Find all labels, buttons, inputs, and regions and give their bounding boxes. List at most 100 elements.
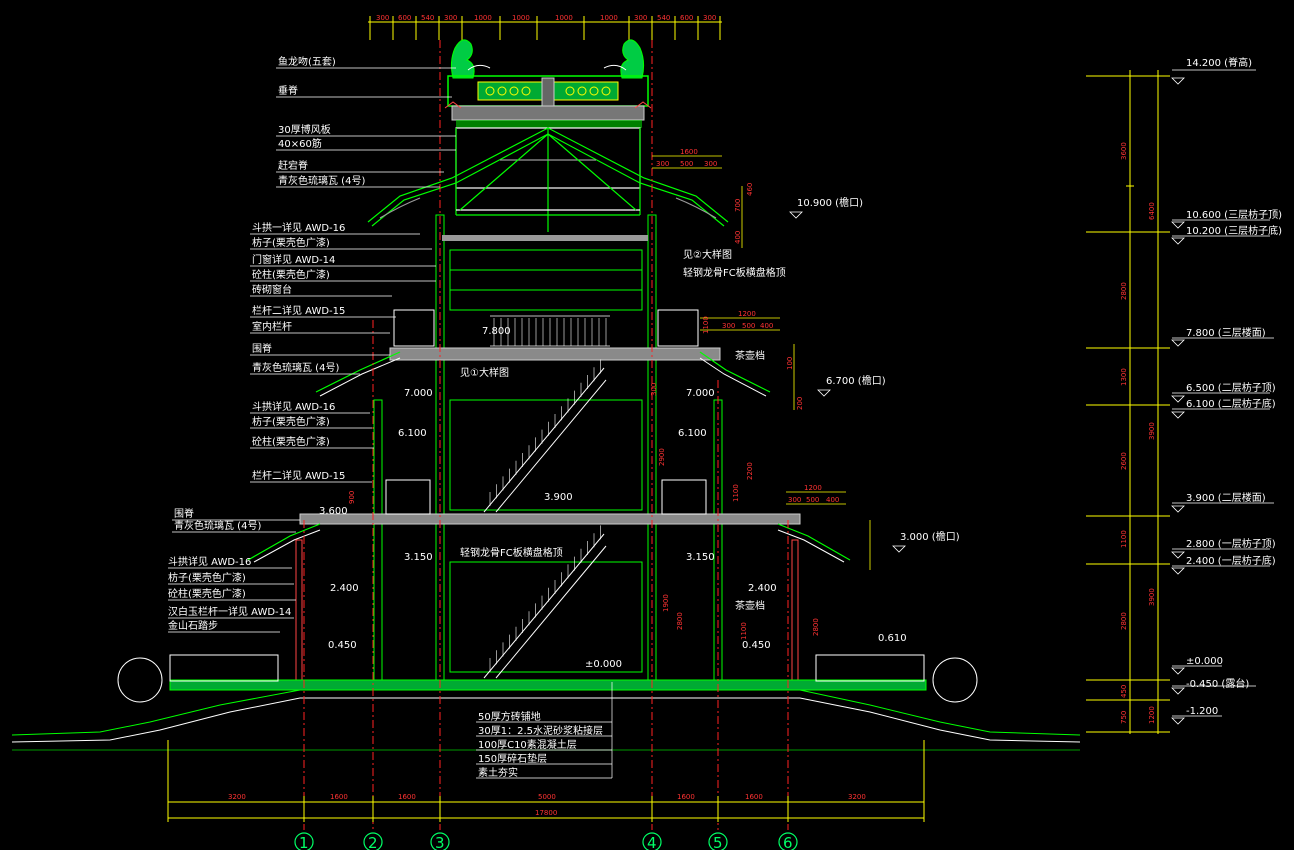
sdim-v-700: 700 — [734, 199, 742, 212]
label-beam-1: 枋子(栗壳色广漆) — [252, 236, 330, 249]
level-7000-left: 7.000 — [404, 388, 433, 399]
rdim-2600: 2600 — [1120, 452, 1128, 470]
label-bracket-3: 斗拱详见 AWD-16 — [168, 555, 251, 568]
label-glazed-tile-1: 青灰色琉璃瓦 (4号) — [278, 174, 365, 187]
top-dim-12: 300 — [703, 14, 716, 22]
top-dim-11: 600 — [680, 14, 693, 22]
level-7000-right: 7.000 — [686, 388, 715, 399]
rdim-450: 450 — [1120, 685, 1128, 698]
label-beam-3: 枋子(栗壳色广漆) — [168, 571, 246, 584]
rdim-1300: 1300 — [1120, 368, 1128, 386]
axis-label-5: 5 — [713, 834, 723, 850]
sdim-v-460: 460 — [746, 183, 754, 196]
label-glazed-tile-3: 青灰色琉璃瓦 (4号) — [174, 519, 261, 532]
sdim-mid1-300: 300 — [722, 322, 735, 330]
sdim-v-900: 900 — [348, 491, 356, 504]
rdim-2800b: 2800 — [1120, 612, 1128, 630]
label-bracket-1: 斗拱一详见 AWD-16 — [252, 221, 345, 234]
sdim-mid2-1200: 1200 — [804, 484, 822, 492]
label-hip-ridge: 垂脊 — [278, 84, 298, 97]
sdim-eave-300a: 300 — [656, 160, 669, 168]
label-column-3: 砼柱(栗壳色广漆) — [168, 587, 246, 600]
label-bracket-2: 斗拱详见 AWD-16 — [252, 400, 335, 413]
level-3150-right: 3.150 — [686, 552, 715, 563]
sdim-mid2-300: 300 — [788, 496, 801, 504]
floor-note-1: 50厚方砖铺地 — [478, 710, 541, 723]
building-body — [11, 214, 1081, 751]
label-doors-windows: 门窗详见 AWD-14 — [252, 253, 335, 266]
level-2400-left: 2.400 — [330, 583, 359, 594]
level-0610: 0.610 — [878, 633, 907, 644]
sdim-v-1100b: 1100 — [732, 484, 740, 502]
axis-label-3: 3 — [435, 834, 445, 850]
top-dim-1: 300 — [376, 14, 389, 22]
sdim-eave-500: 500 — [680, 160, 693, 168]
rdim-3600: 3600 — [1120, 142, 1128, 160]
top-dim-8: 1000 — [600, 14, 618, 22]
sdim-v-200: 200 — [796, 397, 804, 410]
eave-levels: 10.900 (檐口) 6.700 (檐口) 3.000 (檐口) — [789, 196, 960, 553]
label-column-2: 砼柱(栗壳色广漆) — [252, 435, 330, 448]
top-dim-9: 300 — [634, 14, 647, 22]
label-keel-ceiling-mid: 轻钢龙骨FC板横盘格顶 — [460, 546, 563, 559]
rlevel-2800: 2.800 (一层枋子顶) — [1186, 537, 1276, 550]
floor-note-5: 素土夯实 — [478, 766, 518, 779]
rlevel-6500: 6.500 (二层枋子顶) — [1186, 381, 1276, 394]
left-leaders — [168, 67, 456, 633]
label-detail-2: 见②大样图 — [683, 248, 732, 261]
label-beam-2: 枋子(栗壳色广漆) — [252, 415, 330, 428]
rlevel-1200: -1.200 — [1186, 706, 1218, 717]
sdim-v-1900: 1900 — [662, 594, 670, 612]
rdim-1100: 1100 — [1120, 530, 1128, 548]
level-0450-left: 0.450 — [328, 640, 357, 651]
level-7800: 7.800 — [482, 326, 511, 337]
label-rib: 40×60筋 — [278, 137, 322, 150]
top-dim-6: 1000 — [512, 14, 530, 22]
top-dim-2: 600 — [398, 14, 411, 22]
label-tea-shelf-upper: 茶壶档 — [735, 349, 765, 362]
label-detail-1: 见①大样图 — [460, 366, 509, 379]
label-enclosing-ridge-1: 围脊 — [252, 342, 272, 355]
label-railing-1: 栏杆二详见 AWD-15 — [252, 304, 345, 317]
label-ridge: 赶宕脊 — [278, 159, 308, 172]
sdim-v-100: 100 — [786, 357, 794, 370]
rdim-1200: 1200 — [1148, 706, 1156, 724]
small-dims: 1600 300 500 300 1200 300 500 400 1200 3… — [348, 148, 871, 640]
rdim-2800a: 2800 — [1120, 282, 1128, 300]
rlevel-14200: 14.200 (脊高) — [1186, 56, 1252, 69]
sdim-mid1-500: 500 — [742, 322, 755, 330]
level-3150-left: 3.150 — [404, 552, 433, 563]
axis-label-6: 6 — [783, 834, 793, 850]
bay-dim-2: 1600 — [330, 793, 348, 801]
sdim-v-300: 300 — [650, 383, 658, 396]
sdim-v-2900: 2900 — [658, 448, 666, 466]
upper-roof — [367, 127, 729, 232]
level-000: ±0.000 — [585, 659, 622, 670]
rdim-750: 750 — [1120, 711, 1128, 724]
sdim-mid2-500: 500 — [806, 496, 819, 504]
eave-level-10900: 10.900 (檐口) — [797, 196, 863, 209]
label-railing-2: 栏杆二详见 AWD-15 — [252, 469, 345, 482]
inner-level-marks: 7.800 7.000 7.000 6.100 6.100 3.900 3.60… — [319, 326, 907, 670]
rlevel-10600: 10.600 (三层枋子顶) — [1186, 208, 1282, 221]
sdim-v-2200: 2200 — [746, 462, 754, 480]
left-labels: 鱼龙吻(五套) 垂脊 30厚博风板 40×60筋 赶宕脊 青灰色琉璃瓦 (4号)… — [168, 55, 365, 632]
level-2400-right: 2.400 — [748, 583, 777, 594]
top-dim-3: 540 — [421, 14, 434, 22]
rdim-3900a: 3900 — [1148, 422, 1156, 440]
sdim-mid1-1200: 1200 — [738, 310, 756, 318]
floor-note-3: 100厚C10素混凝土层 — [478, 738, 577, 751]
sdim-eave-300b: 300 — [704, 160, 717, 168]
rlevel-2400: 2.400 (一层枋子底) — [1186, 554, 1276, 567]
roof-ridge — [444, 39, 652, 128]
bay-dim-5: 1600 — [677, 793, 695, 801]
sdim-v-1100a: 1100 — [702, 316, 710, 334]
right-scale-dims: 3600 6400 2800 1300 2600 3900 1100 2800 … — [1120, 142, 1156, 724]
sdim-v-2800a: 2800 — [676, 612, 684, 630]
level-0450-right: 0.450 — [742, 640, 771, 651]
floor-note-4: 150厚碎石垫层 — [478, 752, 547, 765]
label-ridge-ornament: 鱼龙吻(五套) — [278, 55, 336, 68]
bay-dim-3: 1600 — [398, 793, 416, 801]
top-dim-7: 1000 — [555, 14, 573, 22]
rlevel-6100: 6.100 (二层枋子底) — [1186, 397, 1276, 410]
